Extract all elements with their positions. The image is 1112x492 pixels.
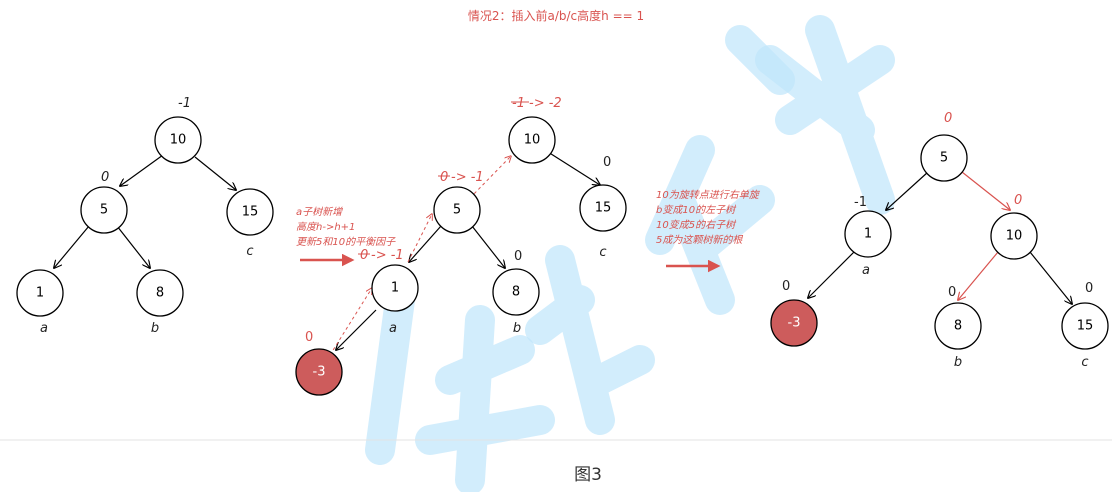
- tree2-node-5-label: 5: [453, 203, 461, 218]
- edge2-5-8: [471, 225, 505, 268]
- tree3-bf-8: 0: [948, 285, 956, 300]
- tree1-node-10: [154, 116, 202, 164]
- tree3-leaf-c: c: [1081, 355, 1088, 370]
- tree2-bf-5-new: -> -1: [451, 170, 484, 185]
- tree1-node-1-label: 1: [36, 286, 44, 301]
- tree2-bf-1-old: 0: [360, 248, 368, 263]
- tree3-node-15: [1061, 302, 1109, 350]
- tree3-bf-1: -1: [854, 195, 867, 210]
- tree1-node-5: [80, 186, 128, 234]
- tree1-leaf-a: a: [40, 321, 48, 336]
- tree1-node-8: [136, 269, 184, 317]
- edge3-5-10: [961, 171, 1010, 210]
- diagram-title: 情况2：插入前a/b/c高度h == 1: [468, 8, 644, 23]
- tree3-node-8-label: 8: [954, 319, 962, 334]
- tree2-leaf-b: b: [513, 321, 521, 336]
- tree3-node-inserted-label: -3: [788, 316, 801, 331]
- tree2-leaf-a: a: [389, 321, 397, 336]
- tree2-bf-15: 0: [603, 155, 611, 170]
- tree3-node-5: [920, 134, 968, 182]
- tree3-node-8: [934, 302, 982, 350]
- tree2-node-inserted-label: -3: [313, 365, 326, 380]
- tree2-bf-10-new: -> -2: [529, 96, 562, 111]
- tree3-node-1-label: 1: [864, 227, 872, 242]
- tree2-node-10-label: 10: [524, 133, 541, 148]
- tree2-node-5: [433, 186, 481, 234]
- edge3-5-1: [886, 171, 929, 210]
- tree2-node-1: [371, 264, 419, 312]
- tree2-node-8: [492, 268, 540, 316]
- edge-5-8: [116, 225, 150, 268]
- note2-line1: 10为旋转点进行右单旋: [656, 189, 761, 201]
- tree1-node-5-label: 5: [100, 203, 108, 218]
- tree2-bf-8: 0: [514, 249, 522, 264]
- tree3-bf-5: 0: [944, 111, 952, 126]
- edge3-10-15: [1029, 251, 1072, 304]
- tree2-node-inserted: [295, 348, 343, 396]
- tree3-leaf-a: a: [862, 263, 870, 278]
- tree3-node-15-label: 15: [1077, 319, 1094, 334]
- tree1-bf-10: -1: [178, 96, 191, 111]
- tree3-node-inserted: [770, 299, 818, 347]
- tree1-leaf-b: b: [151, 321, 159, 336]
- tree2-node-15: [579, 184, 627, 232]
- note2-line3: 10变成5的右子树: [656, 219, 737, 231]
- tree1-node-15-label: 15: [242, 205, 259, 220]
- tree2-node-15-label: 15: [595, 201, 612, 216]
- transition-2: 10为旋转点进行右单旋 b变成10的左子树 10变成5的右子树 5成为这颗树新的…: [656, 189, 761, 273]
- note1-line1: a子树新增: [296, 206, 343, 218]
- update-path-1-5: [407, 214, 432, 263]
- edge2-5-1: [409, 225, 442, 262]
- note1-line3: 更新5和10的平衡因子: [296, 236, 396, 248]
- tree2-bf-1-new: -> -1: [371, 248, 404, 263]
- update-path-m3-1: [329, 288, 372, 356]
- tree3-node-5-label: 5: [940, 151, 948, 166]
- watermark: [365, 15, 895, 492]
- edge2-10-15: [547, 151, 600, 185]
- note1-line2: 高度h->h+1: [296, 221, 355, 233]
- tree2-leaf-c: c: [599, 245, 606, 260]
- tree3-node-10-label: 10: [1006, 229, 1023, 244]
- edge3-10-8: [958, 251, 999, 300]
- edge3-1-m3: [808, 249, 857, 298]
- tree1-bf-5: 0: [101, 170, 109, 185]
- edge-5-1: [54, 225, 90, 268]
- tree2-node-8-label: 8: [512, 285, 520, 300]
- tree1-node-1: [16, 269, 64, 317]
- edge-10-5: [120, 154, 164, 186]
- edge2-1-m3: [336, 309, 377, 350]
- tree1-node-10-label: 10: [170, 133, 187, 148]
- tree-after-insert: 10 5 15 1 8 -3 -1 -> -2 0 -> -1 0 -> -1 …: [295, 96, 627, 396]
- tree2-bf-5-old: 0: [440, 170, 448, 185]
- tree3-node-1: [844, 210, 892, 258]
- tree3-bf-15: 0: [1085, 281, 1093, 296]
- edge-10-15: [194, 156, 236, 190]
- tree-after-rotation: 5 1 10 -3 8 15 0 -1 0 0 0 0 a b c: [770, 111, 1109, 370]
- tree1-leaf-c: c: [246, 244, 253, 259]
- tree3-leaf-b: b: [954, 355, 962, 370]
- note2-line2: b变成10的左子树: [656, 204, 737, 216]
- tree2-node-1-label: 1: [391, 281, 399, 296]
- tree2-bf-10-old: -1: [512, 96, 525, 111]
- tree3-bf-10: 0: [1014, 193, 1022, 208]
- tree2-bf-inserted: 0: [305, 330, 313, 345]
- tree2-node-10: [508, 116, 556, 164]
- update-path-5-10: [469, 156, 511, 199]
- transition-1: a子树新增 高度h->h+1 更新5和10的平衡因子: [296, 206, 396, 267]
- tree3-node-10: [990, 212, 1038, 260]
- figure-caption: 图3: [574, 465, 602, 485]
- tree1-node-15: [226, 188, 274, 236]
- tree1-node-8-label: 8: [156, 286, 164, 301]
- tree-before-insert: 10 5 15 1 8 -1 0 a b c: [16, 96, 274, 336]
- tree3-bf-inserted: 0: [782, 279, 790, 294]
- note2-line4: 5成为这颗树新的根: [656, 234, 743, 246]
